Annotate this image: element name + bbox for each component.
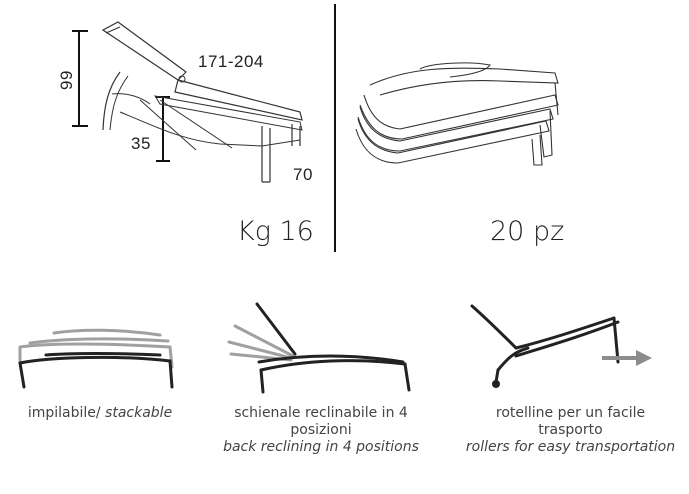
seat-height-label: 35 [131, 134, 151, 153]
rollers-illustration [470, 304, 652, 388]
reclining-illustration [227, 302, 411, 394]
height-label: 99 [57, 70, 76, 90]
feature-rollers-en: rollers for easy transportation [465, 439, 676, 455]
stack-count-label: 20 pz [490, 216, 565, 247]
feature-stackable-it: impilabile/ [27, 405, 101, 421]
sunlounger-dimension-drawing [72, 21, 303, 183]
length-label: 171-204 [198, 52, 264, 71]
feature-reclining-caption: schienale reclinabile in 4 posizioni bac… [196, 405, 446, 456]
feature-rollers-it2: trasporto [538, 422, 603, 438]
stackable-illustration [18, 328, 174, 389]
feature-rollers-it: rotelline per un facile [495, 405, 646, 421]
weight-label: Kg 16 [237, 216, 314, 247]
feature-reclining-it: schienale reclinabile in 4 [234, 405, 408, 421]
vertical-divider [334, 4, 336, 252]
feature-reclining-it2: posizioni [290, 422, 352, 438]
width-label: 70 [293, 165, 313, 184]
feature-stackable-caption: impilabile/ stackable [0, 405, 200, 422]
feature-reclining-en: back reclining in 4 positions [223, 439, 419, 455]
feature-rollers-caption: rotelline per un facile trasporto roller… [452, 405, 689, 456]
stacked-loungers-drawing [355, 62, 559, 166]
feature-stackable-en: stackable [105, 405, 173, 421]
